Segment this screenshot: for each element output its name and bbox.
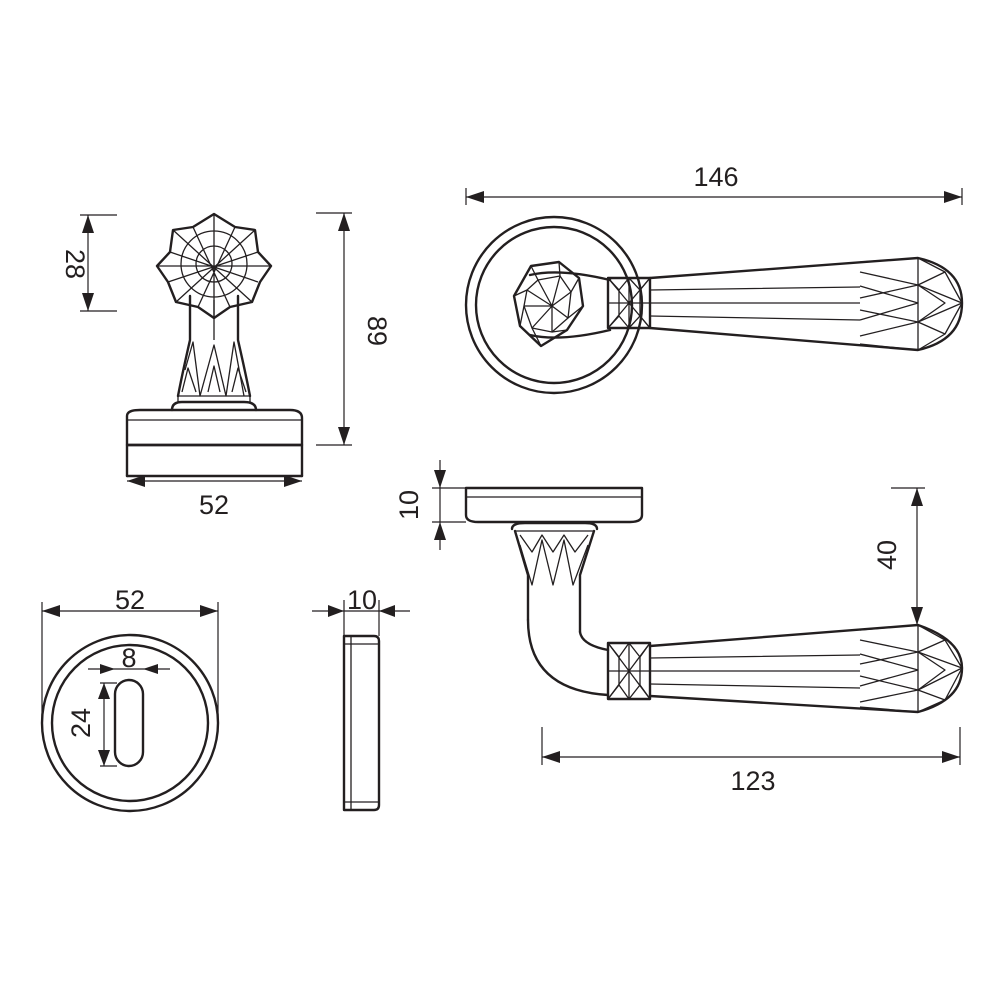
- escutcheon-side-view: [342, 634, 381, 812]
- dimension-label: 10: [394, 490, 424, 520]
- dimension-label: 89: [362, 316, 392, 346]
- dimension-keyhole-height: 24: [66, 682, 117, 767]
- front-rose-plate: [464, 486, 644, 524]
- dimension-escutcheon-diameter: 52: [41, 585, 219, 723]
- dimension-label: 28: [60, 249, 90, 279]
- escutcheon-inner-ring: [50, 643, 210, 803]
- dimension-knob: 28: [60, 214, 117, 312]
- side-base-plate: [125, 408, 304, 447]
- dimension-keyhole-width: 8: [88, 643, 170, 674]
- dimension-label: 52: [115, 585, 145, 615]
- dimension-lever-reach: 123: [541, 727, 961, 796]
- rose-outer-ring: [464, 215, 644, 395]
- dimension-rose-thickness: 10: [394, 460, 466, 550]
- lever-side-view: [125, 212, 304, 478]
- dimension-label: 123: [730, 766, 775, 796]
- dimension-label: 24: [66, 708, 96, 738]
- dimension-lever-drop: 40: [872, 487, 925, 625]
- dimension-escutcheon-thickness: 10: [312, 585, 410, 636]
- dimension-rose-length: 146: [465, 162, 963, 205]
- dimension-label: 52: [199, 490, 229, 520]
- dimension-label: 10: [347, 585, 377, 615]
- front-lever-collar: [606, 641, 652, 701]
- dimension-side-height: 89: [316, 212, 392, 446]
- lever-top-view: [464, 215, 964, 395]
- rose-crystal: [512, 260, 585, 348]
- keyhole-slot: [113, 678, 145, 768]
- dimension-rose-width: 52: [127, 475, 302, 520]
- lever-end-facets: [859, 257, 963, 351]
- dimension-label: 40: [872, 540, 902, 570]
- dimension-label: 8: [121, 643, 136, 673]
- rose-inner-ring: [474, 225, 634, 385]
- side-knob-star: [155, 212, 273, 320]
- dimension-label: 146: [693, 162, 738, 192]
- front-lever-end-facets: [859, 624, 963, 713]
- lever-collar: [606, 276, 652, 330]
- lever-front-view: [464, 486, 964, 714]
- escutcheon-side-profile: [342, 634, 381, 812]
